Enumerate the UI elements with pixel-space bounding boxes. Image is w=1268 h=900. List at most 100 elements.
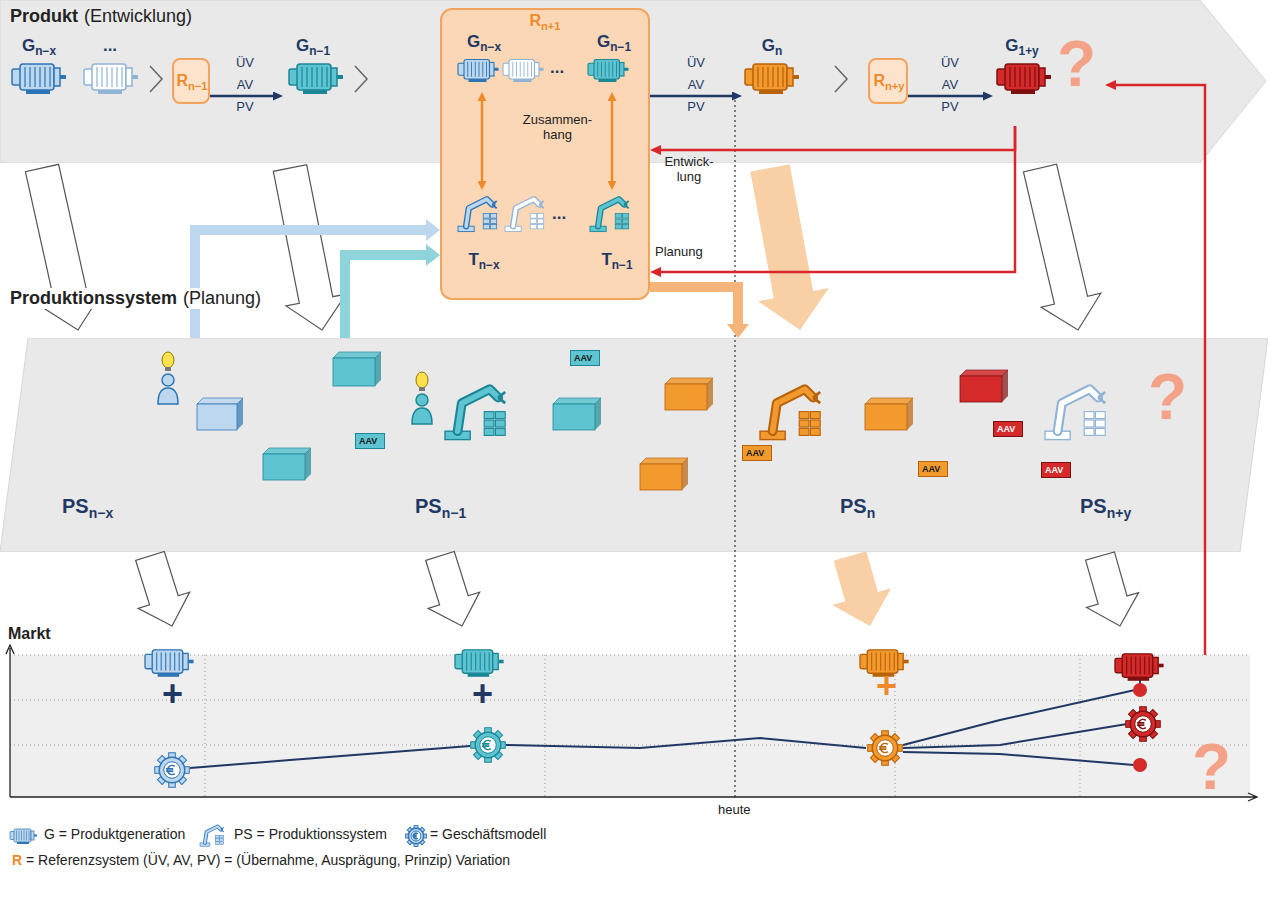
node-label: Rn+y bbox=[870, 72, 908, 92]
product-generation: Gn−x bbox=[458, 32, 510, 92]
band-shape bbox=[0, 338, 1268, 552]
product-generation: Gn−1 bbox=[283, 36, 343, 106]
box-icon bbox=[865, 398, 913, 430]
band-heading: Markt bbox=[8, 625, 51, 643]
ellipsis: ... bbox=[550, 58, 564, 78]
connector bbox=[481, 101, 484, 181]
question-mark: ? bbox=[1148, 365, 1187, 429]
connector bbox=[908, 95, 983, 98]
node-label: Gn−x bbox=[8, 36, 70, 58]
box-icon bbox=[333, 352, 381, 386]
motor-icon bbox=[455, 650, 504, 677]
robot-icon bbox=[590, 199, 629, 231]
main-letters: PS bbox=[1080, 495, 1107, 517]
legend-entry: R = Referenzsystem (ÜV, AV, PV) = (Übern… bbox=[12, 852, 510, 868]
robot-icon bbox=[760, 389, 820, 439]
node-label: Gn bbox=[742, 36, 802, 58]
node-label: AAV bbox=[997, 422, 1015, 436]
market-chart: Markt bbox=[10, 655, 1250, 797]
heading: Markt bbox=[8, 625, 57, 643]
box-icon bbox=[263, 448, 311, 480]
grid-line bbox=[545, 655, 546, 797]
aav-box: AAV bbox=[1041, 462, 1071, 478]
chevron bbox=[835, 66, 847, 92]
subscript: n−1 bbox=[309, 44, 330, 58]
relation-label: Zusammen- hang bbox=[520, 112, 595, 142]
grid-line bbox=[10, 655, 1250, 656]
question-mark: ? bbox=[1057, 32, 1096, 96]
band-outline bbox=[0, 338, 1268, 552]
legend-entry: = Geschäftsmodell bbox=[430, 826, 546, 842]
node-label: AAV bbox=[922, 462, 940, 476]
plus-sign: + bbox=[876, 668, 897, 704]
ellipsis: ... bbox=[552, 204, 566, 224]
reference-system-box: Rn−1 bbox=[172, 58, 210, 104]
production-system-label: PSn bbox=[840, 495, 875, 521]
node-label: AAV bbox=[746, 446, 764, 460]
edge-label: ÜV AV PV bbox=[937, 52, 963, 118]
grid-line bbox=[205, 655, 206, 797]
subscript: n−1 bbox=[188, 80, 208, 92]
motor-icon bbox=[997, 64, 1051, 94]
scenario-dot bbox=[1133, 758, 1147, 772]
question-mark: ? bbox=[1192, 735, 1231, 799]
reference-system-box: Rn+1Gn−xGn−1Tn−xTn−1 bbox=[440, 8, 650, 300]
main-letters: R bbox=[176, 72, 188, 89]
flow-arrow bbox=[1023, 164, 1100, 330]
product-generation: Gn bbox=[742, 36, 802, 106]
main-letters: R bbox=[873, 72, 885, 89]
aav-box: AAV bbox=[570, 350, 600, 366]
product-generation: ... bbox=[80, 36, 140, 106]
trend-line bbox=[190, 746, 470, 768]
business-model-gear bbox=[406, 826, 427, 847]
planner-icon bbox=[158, 352, 178, 404]
subscript: n−x bbox=[479, 258, 500, 272]
connector bbox=[661, 126, 1015, 272]
flow-arrow bbox=[25, 164, 101, 330]
scenario-dot bbox=[1133, 683, 1147, 697]
connector bbox=[650, 95, 732, 98]
motor-icon bbox=[745, 64, 799, 94]
band-heading: Produkt bbox=[10, 6, 78, 27]
subscript: n bbox=[775, 44, 782, 58]
box-icon bbox=[960, 370, 1008, 402]
main-letters: T bbox=[468, 250, 478, 269]
subscript: n bbox=[867, 505, 876, 521]
main-letters: G bbox=[1005, 36, 1018, 55]
connector bbox=[210, 95, 273, 98]
node-label: AAV bbox=[359, 434, 377, 448]
robot-icon bbox=[445, 389, 505, 439]
subscript: n−x bbox=[480, 40, 501, 54]
aav-box: AAV bbox=[742, 445, 772, 461]
chart-axis bbox=[6, 645, 1257, 801]
business-model-gear bbox=[155, 753, 190, 788]
band: Produktionssystem(Planung)AAVAAVAAVAAVAA… bbox=[0, 338, 1268, 552]
connector bbox=[661, 126, 1015, 150]
robot-icon bbox=[505, 199, 544, 231]
subscript: n+1 bbox=[541, 20, 561, 32]
flow-arrow bbox=[832, 551, 891, 626]
node-label: G1+y bbox=[993, 36, 1051, 58]
subscript: 1+y bbox=[1019, 44, 1039, 58]
motor-icon bbox=[458, 60, 499, 83]
subscript: n+y bbox=[885, 80, 905, 92]
subscript: n−1 bbox=[610, 40, 631, 54]
business-model-gear bbox=[1126, 707, 1161, 742]
plus-sign: + bbox=[472, 676, 493, 712]
node-label: ... bbox=[80, 36, 140, 56]
motor-icon bbox=[84, 64, 138, 94]
node-label: Gn−1 bbox=[585, 32, 643, 54]
business-model-gear bbox=[868, 731, 903, 766]
motor-icon bbox=[503, 60, 544, 83]
flow-arrow bbox=[136, 552, 190, 626]
production-system-label: PSn−x bbox=[62, 495, 113, 521]
band-heading: (Entwicklung) bbox=[84, 6, 192, 27]
trend-line bbox=[903, 690, 1135, 745]
edge-label: Entwick- lung bbox=[658, 154, 720, 184]
trend-line bbox=[903, 752, 1134, 765]
today-line bbox=[734, 100, 735, 800]
node-label: Rn+1 bbox=[442, 12, 648, 32]
